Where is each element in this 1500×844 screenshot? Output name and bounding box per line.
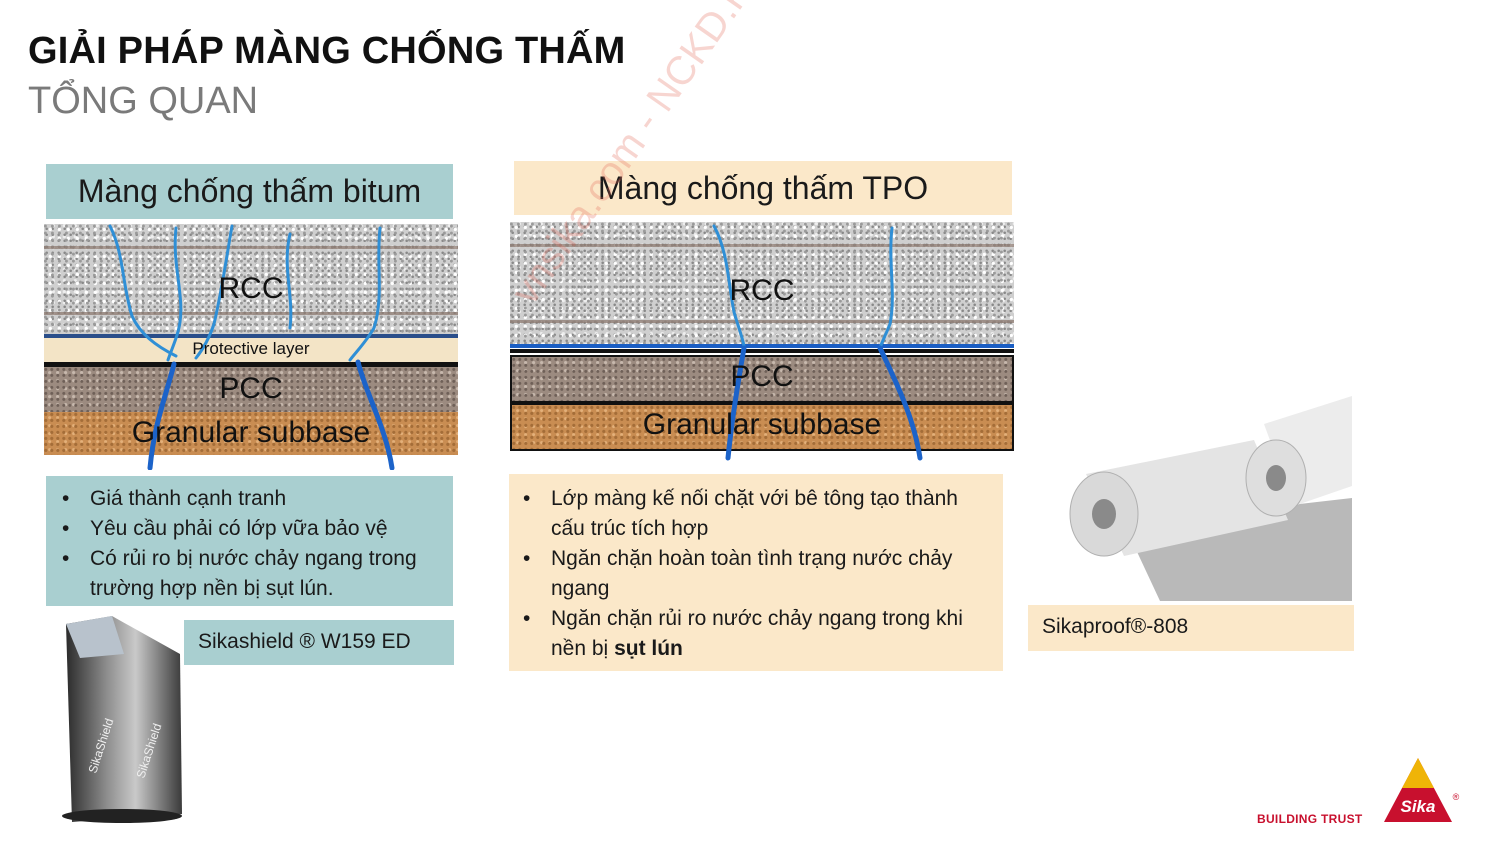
- bitum-bullet: Giá thành cạnh tranh: [62, 484, 439, 514]
- rebar-line: [44, 246, 458, 249]
- tpo-rcc-layer: [510, 222, 1014, 344]
- bitum-black-line: [44, 362, 458, 367]
- bitum-bullet: Có rủi ro bị nước chảy ngang trong trườn…: [62, 544, 439, 604]
- crack-line: [877, 345, 923, 461]
- bitum-rcc-layer: [44, 224, 458, 336]
- tpo-product-image: [1064, 396, 1352, 601]
- crack-line: [147, 361, 177, 470]
- logo-registered-mark: ®: [1453, 792, 1460, 802]
- crack-line: [725, 345, 747, 461]
- bitum-protective-layer: [44, 338, 458, 362]
- crack-line: [712, 224, 746, 348]
- rebar-line: [510, 320, 1014, 323]
- bitum-bullet: Yêu cầu phải có lớp vữa bảo vệ: [62, 514, 439, 544]
- tpo-bullet-text: Ngăn chặn rủi ro nước chảy ngang trong k…: [551, 607, 963, 660]
- bitum-granular-layer: [44, 412, 458, 455]
- bitum-membrane-line: [44, 334, 458, 338]
- sika-logo: Sika ®: [1382, 756, 1462, 826]
- slide-subtitle: TỔNG QUAN: [28, 80, 259, 122]
- tpo-black-line: [510, 349, 1014, 353]
- tpo-bullet-bold: sụt lún: [614, 637, 683, 660]
- bitum-pcc-layer: [44, 367, 458, 412]
- crack-line: [285, 232, 293, 330]
- crack-line: [194, 224, 234, 360]
- tpo-product-label: Sikaproof®-808: [1028, 605, 1354, 651]
- tpo-pcc-label: PCC: [730, 360, 794, 393]
- bitum-heading: Màng chống thấm bitum: [46, 164, 453, 219]
- crack-line: [108, 224, 178, 358]
- tpo-cracks: [712, 224, 923, 461]
- crack-line: [348, 226, 382, 362]
- logo-text: Sika: [1401, 797, 1436, 816]
- bitum-cracks: [108, 224, 395, 470]
- bitum-product-label: Sikashield ® W159 ED: [184, 620, 454, 665]
- tpo-granular-layer: [510, 403, 1014, 451]
- tpo-bullet: Ngăn chặn rủi ro nước chảy ngang trong k…: [523, 604, 989, 664]
- tpo-pcc-layer: [510, 355, 1014, 403]
- rebar-line: [510, 244, 1014, 247]
- bitum-protective-label: Protective layer: [192, 339, 310, 358]
- tpo-bullet-box: Lớp màng kế nối chặt với bê tông tạo thà…: [509, 474, 1003, 671]
- rebar-line: [44, 312, 458, 315]
- tpo-granular-label: Granular subbase: [642, 408, 882, 441]
- bitum-diagram: RCC Protective layer PCC Granular subbas…: [44, 224, 458, 470]
- crack-line: [878, 226, 894, 350]
- tpo-membrane-line: [510, 344, 1014, 348]
- bitum-pcc-label: PCC: [219, 372, 283, 405]
- bitum-bullet-box: Giá thành cạnh tranh Yêu cầu phải có lớp…: [46, 476, 453, 606]
- bitum-granular-label: Granular subbase: [131, 416, 371, 449]
- tpo-heading: Màng chống thấm TPO: [514, 161, 1012, 215]
- bitum-product-image: SikaShield SikaShield: [52, 614, 192, 824]
- crack-line: [355, 359, 395, 470]
- bitum-rcc-label: RCC: [218, 272, 284, 305]
- slide-title: GIẢI PHÁP MÀNG CHỐNG THẤM: [28, 30, 626, 72]
- footer-tagline: BUILDING TRUST: [1257, 812, 1363, 826]
- tpo-bullet: Ngăn chặn hoàn toàn tình trạng nước chảy…: [523, 544, 989, 604]
- tpo-bullet: Lớp màng kế nối chặt với bê tông tạo thà…: [523, 484, 989, 544]
- tpo-diagram: RCC PCC Granular subbase: [510, 222, 1014, 462]
- crack-line: [166, 226, 183, 362]
- tpo-rcc-label: RCC: [729, 274, 795, 307]
